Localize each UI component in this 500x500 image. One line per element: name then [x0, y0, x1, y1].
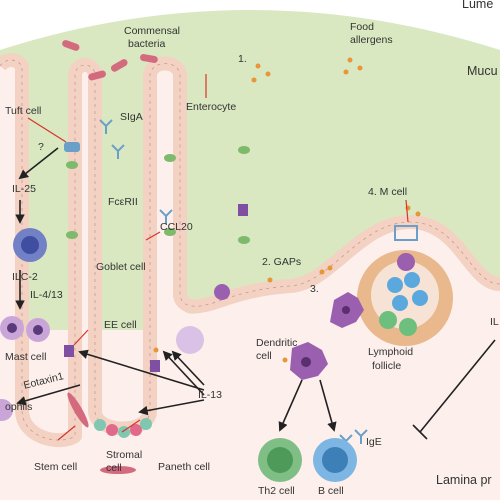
- th2-cell-label: Th2 cell: [258, 485, 295, 497]
- m-cell-label: 4. M cell: [368, 186, 407, 198]
- tuft-cell-label: Tuft cell: [5, 105, 41, 117]
- il-partial-label: IL: [490, 316, 499, 328]
- commensal-label-line1: Commensal: [124, 25, 180, 37]
- lymphoid-label-line1: Lymphoid: [368, 346, 413, 358]
- fceri-label: FcεRII: [108, 196, 138, 208]
- goblet-cell-label: Goblet cell: [96, 261, 146, 273]
- lamina-propria-cells: [67, 326, 204, 474]
- mast-cells-shape: [0, 316, 50, 342]
- th2-cell-shape: [258, 438, 302, 482]
- ccl20-label: CCL20: [160, 221, 193, 233]
- dendritic-cell-shapes: [214, 284, 364, 380]
- route-1-label: 1.: [238, 53, 247, 65]
- lumen-label: Lume: [462, 0, 493, 11]
- question-mark-label: ?: [38, 141, 44, 153]
- ilc2-label: ILC-2: [12, 271, 38, 283]
- ee-cell-label: EE cell: [104, 319, 137, 331]
- il4-13-label: IL-4/13: [30, 289, 63, 301]
- food-label-line2: allergens: [350, 34, 393, 46]
- commensal-label-line2: bacteria: [128, 38, 166, 50]
- eosinophils-label: ophils: [5, 401, 32, 413]
- dendritic-label-line1: Dendritic: [256, 337, 297, 349]
- siga-label: SIgA: [120, 111, 143, 123]
- lamina-propria-label: Lamina pr: [436, 473, 492, 487]
- route-3-label: 3.: [310, 283, 319, 295]
- il13-label: IL-13: [198, 389, 222, 401]
- mast-cell-label: Mast cell: [5, 351, 46, 363]
- lymphoid-label-line2: follicle: [372, 360, 401, 372]
- ilc2-cell-shape: [13, 228, 47, 262]
- b-cell-label: B cell: [318, 485, 344, 497]
- lymphoid-follicle-shape: [357, 250, 453, 346]
- enterocyte-label: Enterocyte: [186, 101, 236, 113]
- stem-cell-label: Stem cell: [34, 461, 77, 473]
- stromal-cell-label-line2: cell: [106, 462, 122, 474]
- paneth-cell-label: Paneth cell: [158, 461, 210, 473]
- label-callout-lines: [27, 74, 409, 441]
- ige-label: IgE: [366, 436, 382, 448]
- il25-label: IL-25: [12, 183, 36, 195]
- dendritic-label-line2: cell: [256, 350, 272, 362]
- antibody-shapes: [99, 119, 368, 449]
- b-cell-shape: [313, 438, 357, 482]
- eosinophil-shape: [0, 399, 13, 421]
- route-2-label: 2. GAPs: [262, 256, 301, 268]
- m-cell-dendritic: [394, 225, 418, 271]
- lamina-propria-region: [0, 55, 500, 500]
- specialised-epithelial-cells: [64, 142, 250, 372]
- stromal-cell-label-line1: Stromal: [106, 449, 142, 461]
- pathway-arrows: [15, 147, 496, 440]
- mucus-label: Mucu: [467, 64, 498, 78]
- food-label-line1: Food: [350, 21, 374, 33]
- epithelium-cell-borders: [0, 59, 500, 441]
- commensal-bacteria-shapes: [62, 40, 158, 81]
